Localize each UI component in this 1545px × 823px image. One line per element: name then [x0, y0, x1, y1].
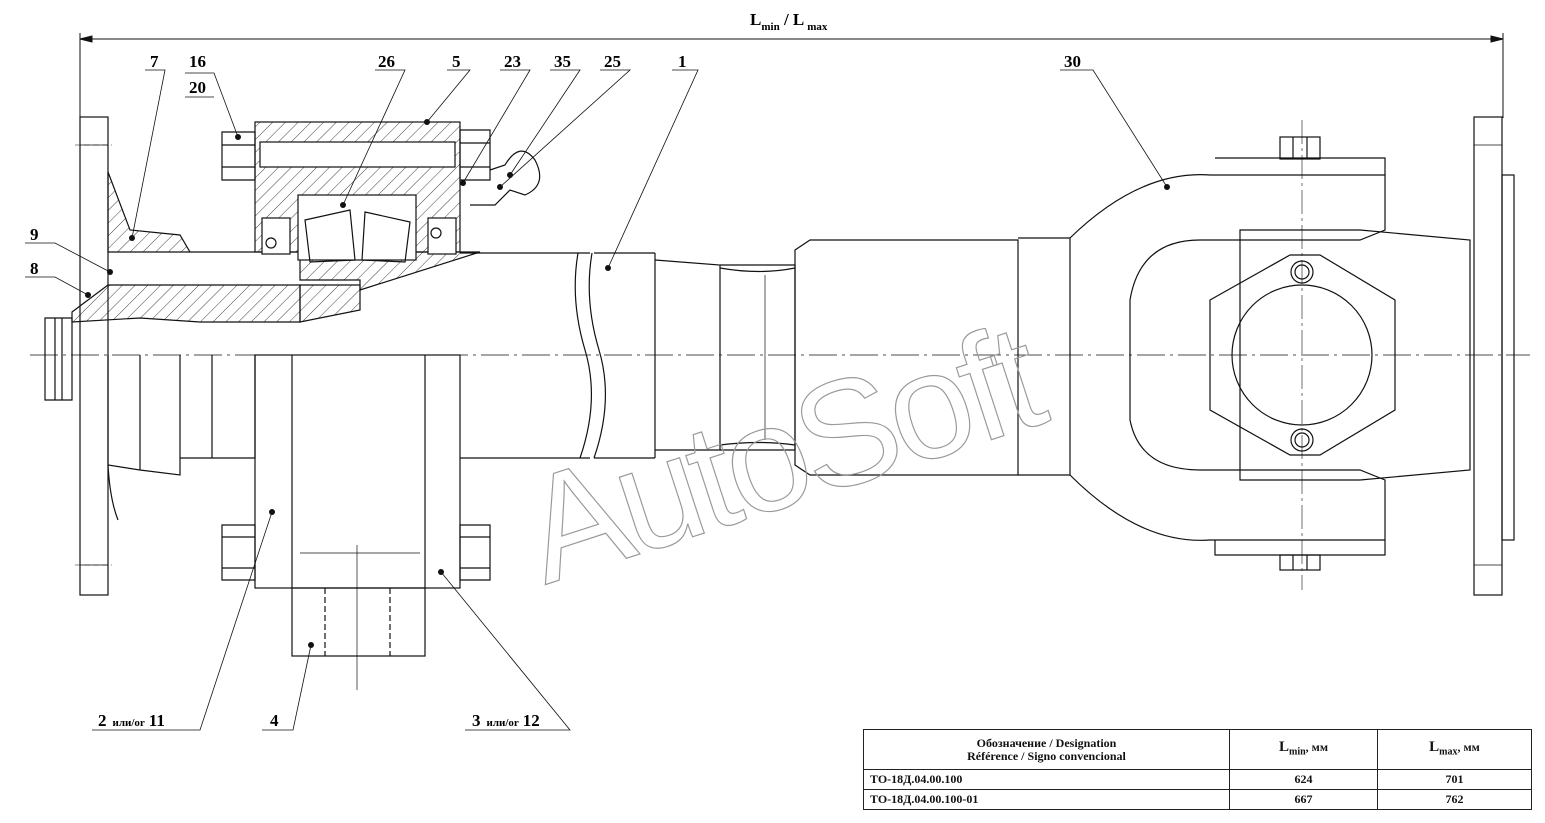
part-outlines	[44, 116, 1515, 690]
leaders	[25, 69, 1168, 731]
callout-9: 9	[30, 225, 39, 244]
designation-cell: ТО-18Д.04.00.100	[863, 769, 1230, 790]
callout-4: 4	[270, 711, 279, 730]
lmin-cell: 667	[1229, 789, 1378, 810]
overall-dimension	[79, 33, 1504, 118]
lmin-cell: 624	[1229, 769, 1378, 790]
designation-header: Обозначение / Designation Référence / Si…	[863, 729, 1230, 770]
lmax-header: Lmax, мм	[1377, 729, 1532, 770]
spec-table-header: Обозначение / Designation Référence / Si…	[863, 729, 1532, 770]
callout-1: 1	[678, 52, 687, 71]
callout-25: 25	[604, 52, 621, 71]
watermark: AutoSoft	[503, 291, 1062, 615]
callout-35: 35	[554, 52, 571, 71]
callout-26: 26	[378, 52, 395, 71]
callout-5: 5	[452, 52, 461, 71]
leader-dots	[85, 119, 1170, 648]
callout-8: 8	[30, 259, 39, 278]
designation-header-line1: Обозначение / Designation	[976, 735, 1117, 750]
lmin-header: Lmin, мм	[1229, 729, 1378, 770]
callout-16: 16	[189, 52, 206, 71]
table-row: ТО-18Д.04.00.100-01 667 762	[863, 789, 1532, 810]
spec-table: Обозначение / Designation Référence / Si…	[863, 729, 1532, 810]
callout-30: 30	[1064, 52, 1081, 71]
designation-cell: ТО-18Д.04.00.100-01	[863, 789, 1230, 810]
callout-20: 20	[189, 78, 206, 97]
designation-header-line2: Référence / Signo convencional	[967, 748, 1126, 763]
table-row: ТО-18Д.04.00.100 624 701	[863, 769, 1532, 790]
callout-23: 23	[504, 52, 521, 71]
lmax-cell: 762	[1377, 789, 1532, 810]
callout-7: 7	[150, 52, 159, 71]
lmax-cell: 701	[1377, 769, 1532, 790]
